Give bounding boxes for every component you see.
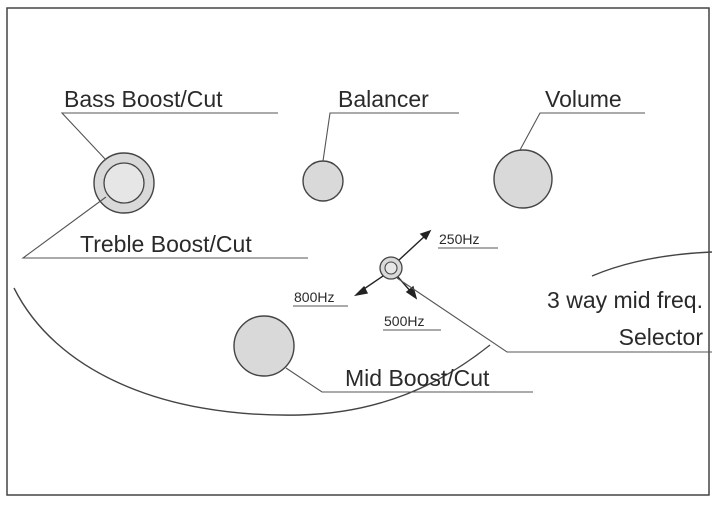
balancer-leader xyxy=(322,112,459,162)
balancer-label: Balancer xyxy=(338,86,429,112)
selector-leader xyxy=(396,277,712,353)
bass-label: Bass Boost/Cut xyxy=(64,86,223,112)
freq-800-label: 800Hz xyxy=(294,289,334,305)
mid-leader xyxy=(285,367,533,393)
mid-knob[interactable] xyxy=(233,315,295,377)
treble-leader xyxy=(21,196,308,259)
body-contour-upper-right xyxy=(591,251,713,277)
leader-lines xyxy=(21,112,712,393)
freq-250-label: 250Hz xyxy=(439,231,479,247)
bass-leader xyxy=(60,112,278,161)
arrow-800hz-head xyxy=(353,285,369,297)
freq-500-label: 500Hz xyxy=(384,313,424,329)
selector-label-line2: Selector xyxy=(619,324,704,350)
mid-freq-selector-center xyxy=(384,261,398,275)
mid-label: Mid Boost/Cut xyxy=(345,365,490,391)
volume-knob[interactable] xyxy=(493,149,553,209)
volume-leader xyxy=(519,112,645,151)
treble-knob[interactable] xyxy=(103,162,145,204)
body-contour-lower xyxy=(13,287,491,416)
arrow-250hz xyxy=(398,234,427,261)
selector-label-line1: 3 way mid freq. xyxy=(547,287,703,313)
balancer-knob[interactable] xyxy=(302,160,344,202)
treble-label: Treble Boost/Cut xyxy=(80,231,252,257)
volume-label: Volume xyxy=(545,86,622,112)
arrow-250hz-head xyxy=(419,229,432,241)
selector-arrows xyxy=(353,229,432,300)
